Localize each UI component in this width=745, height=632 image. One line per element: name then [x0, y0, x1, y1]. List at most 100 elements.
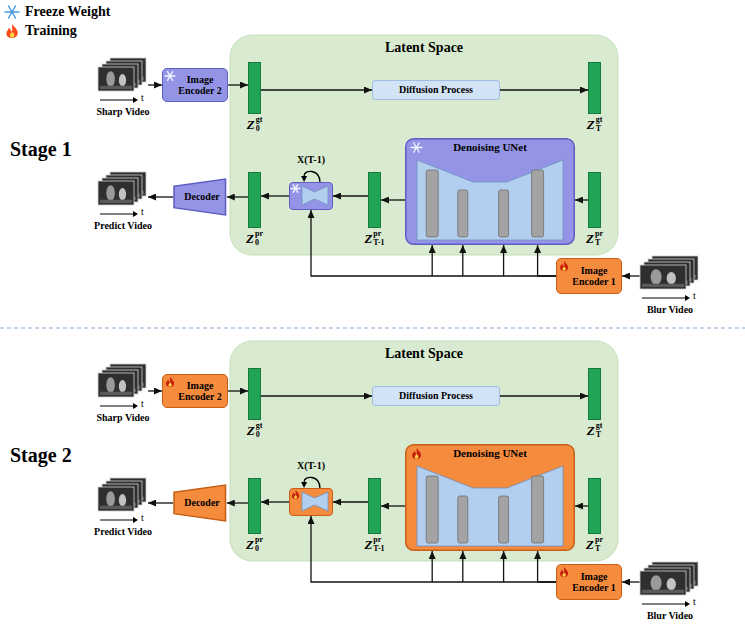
frame-figure	[106, 491, 115, 506]
latent-symbol: Z	[587, 424, 595, 437]
small-unet-shape	[302, 186, 328, 205]
video-frame	[640, 265, 686, 289]
snowflake-icon	[411, 143, 422, 153]
video-art	[98, 172, 148, 218]
unet-box: Denoising UNet	[405, 444, 575, 551]
unet-outline	[406, 445, 575, 551]
video-art	[640, 562, 700, 608]
caption-holder: Sharp Video	[58, 412, 188, 424]
latent-bar: ZgtT	[588, 62, 601, 114]
encoder-label: Image Encoder 2	[163, 74, 227, 96]
flame-inner	[294, 495, 297, 499]
iteration-label: X(T-1)	[260, 460, 362, 472]
stage-label: Stage 1	[10, 138, 72, 160]
superscript: gt	[596, 421, 603, 430]
video-frames: Blur Video	[640, 256, 700, 302]
flame-inner	[415, 454, 419, 459]
unet-art	[405, 138, 575, 245]
unet-block	[499, 496, 509, 543]
video-caption: Blur Video	[600, 304, 740, 316]
label-holder: t	[693, 591, 696, 609]
superscript: gt	[256, 115, 263, 124]
decoder-label: Decoder	[180, 191, 220, 203]
legend-item: Freeze Weight	[4, 2, 110, 20]
time-axis	[100, 214, 134, 215]
latent-symbol: Z	[364, 232, 372, 245]
arrow-connector	[500, 89, 588, 90]
frame-figure	[119, 188, 126, 200]
icon-holder	[411, 142, 423, 154]
branch-arrow	[432, 245, 433, 276]
frame-figure	[119, 74, 126, 86]
unet-block	[426, 476, 438, 543]
snowflake-arm	[414, 143, 420, 153]
snowflake-arm	[411, 147, 422, 148]
unet-block	[499, 190, 509, 237]
latent-bar: ZgtT	[588, 368, 601, 420]
legend-sample	[4, 23, 20, 39]
script-stack: prT-1	[373, 535, 384, 553]
unet-title: Denoising UNet	[405, 141, 575, 154]
label-holder: t	[141, 87, 144, 105]
snowflake-arm	[293, 185, 298, 193]
icon-holder	[165, 377, 177, 389]
unet-block	[532, 170, 544, 237]
panel-title: Latent Space	[230, 346, 618, 362]
subscript: 0	[255, 238, 263, 247]
unet-block	[532, 476, 544, 543]
arrow-connector	[261, 501, 289, 502]
time-axis-head	[685, 295, 690, 301]
encoder-label: Image Encoder 1	[557, 571, 621, 593]
legend-text: Freeze Weight	[25, 4, 110, 19]
latent-symbol: Z	[586, 232, 594, 245]
superscript: pr	[255, 535, 263, 544]
flame-outer	[6, 24, 17, 38]
snowflake-core	[294, 187, 296, 189]
panel-heading: Latent Space	[230, 346, 618, 362]
time-axis	[642, 298, 686, 299]
encoder-box: Image Encoder 1	[556, 564, 622, 600]
video-caption: Sharp Video	[58, 106, 188, 118]
icon-holder	[559, 261, 571, 273]
time-axis-head	[133, 517, 138, 523]
time-axis-head	[133, 211, 138, 217]
time-label: t	[141, 206, 144, 217]
frame-figure	[651, 575, 662, 590]
latent-label: ZgtT	[559, 421, 630, 439]
time-label: t	[141, 398, 144, 409]
arrow-connector	[227, 502, 248, 503]
caption-holder: Blur Video	[600, 610, 740, 622]
legend-text: Training	[25, 23, 77, 38]
arrow-connector	[622, 581, 640, 582]
snowflake-arm	[165, 75, 175, 76]
snowflake-core	[169, 75, 171, 77]
script-stack: prT	[595, 535, 603, 553]
script-stack: gt0	[256, 115, 263, 133]
latent-symbol: Z	[246, 538, 254, 551]
arrow-connector	[538, 245, 556, 276]
panel-background	[230, 35, 618, 255]
icon-holder	[559, 567, 571, 579]
flame-inner	[562, 267, 565, 271]
subscript: T	[596, 124, 603, 133]
arrow-connector	[333, 501, 368, 502]
video-art	[98, 58, 148, 104]
encoder-box: Image Encoder 2	[162, 68, 228, 102]
caption-holder: X(T-1)	[260, 154, 362, 166]
branch-arrow	[503, 551, 504, 582]
iteration-label: X(T-1)	[260, 154, 362, 166]
frame-ground	[642, 284, 684, 287]
snowflake-icon	[165, 72, 175, 81]
encoder-label: Image Encoder 2	[163, 380, 227, 402]
decoder-shape	[174, 179, 225, 215]
time-axis	[642, 604, 686, 605]
video-frame	[98, 67, 134, 91]
time-label: t	[693, 290, 696, 301]
arrow-connector	[261, 395, 372, 396]
superscript: gt	[596, 115, 603, 124]
time-axis	[100, 406, 134, 407]
script-stack: gtT	[596, 421, 603, 439]
frame-figure	[106, 185, 115, 200]
